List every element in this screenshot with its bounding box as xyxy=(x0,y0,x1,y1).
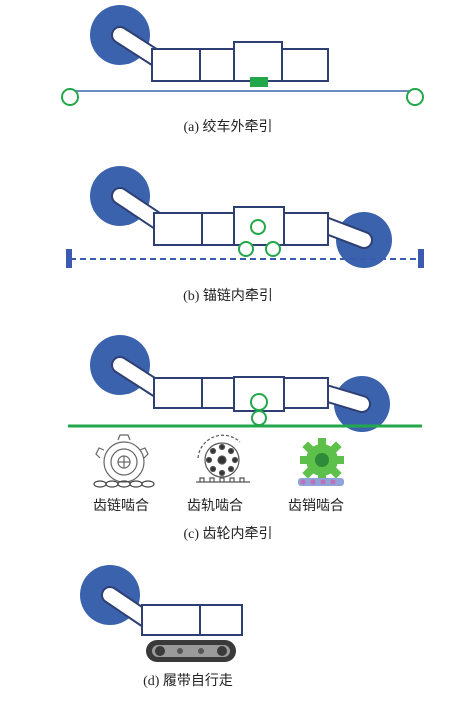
panel-a xyxy=(61,5,424,106)
gear-pin-icon xyxy=(298,438,344,486)
chain-anchor xyxy=(66,249,72,268)
caption-c: (c) 齿轮内牵引 xyxy=(183,527,273,542)
drive-gear xyxy=(250,393,268,411)
guide-roller xyxy=(265,241,281,257)
drive-gear xyxy=(251,410,267,426)
winch-pulley xyxy=(61,88,79,106)
label-gear-chain: 齿链啮合 xyxy=(93,498,149,514)
guide-roller xyxy=(238,241,254,257)
gear-rack-icon xyxy=(196,434,250,483)
body-segment xyxy=(283,377,329,409)
label-gear-rack: 齿轨啮合 xyxy=(187,498,243,514)
body-segment xyxy=(199,48,235,82)
rope-clamp xyxy=(250,77,268,87)
body-segment xyxy=(153,377,203,409)
body-segment xyxy=(199,604,243,636)
body-segment xyxy=(283,212,329,246)
body-segment xyxy=(141,604,201,636)
body-center-box xyxy=(233,41,283,82)
caption-a: (a) 绞车外牵引 xyxy=(183,120,273,135)
label-gear-pin: 齿销啮合 xyxy=(288,498,344,514)
panel-c xyxy=(68,335,422,488)
panel-d xyxy=(80,565,243,662)
winch-pulley xyxy=(406,88,424,106)
crawler-track xyxy=(146,640,236,662)
caption-d: (d) 履带自行走 xyxy=(143,674,233,689)
chain-sprocket xyxy=(250,219,266,235)
gear-chain-icon xyxy=(93,434,155,488)
body-segment xyxy=(201,377,235,409)
body-segment xyxy=(281,48,329,82)
chain-anchor xyxy=(418,249,424,268)
caption-b: (b) 锚链内牵引 xyxy=(183,289,273,304)
body-segment xyxy=(153,212,203,246)
body-segment xyxy=(151,48,201,82)
panel-b xyxy=(66,166,424,268)
body-segment xyxy=(201,212,235,246)
